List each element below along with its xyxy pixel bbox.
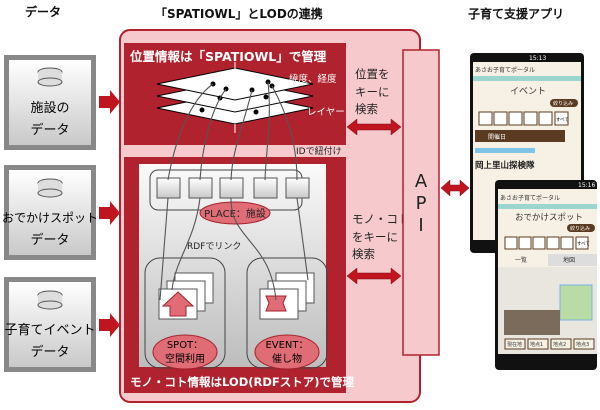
api-0-text: A [415,171,428,192]
header-app: 子育て支援アプリ [468,6,564,21]
sources-1-line2-text: データ [30,232,69,248]
header-data: データ [25,4,61,19]
layer-label: レイヤー [307,107,345,118]
sources-2-line2-text: データ [30,344,69,360]
phone1-filter-text: 絞り込み [553,100,573,107]
phone1-time-text: 15:13 [529,55,546,62]
phone1-all-text: すべて [556,116,569,123]
search_thing-2-text: 検索 [352,247,375,261]
api-box [402,49,440,356]
api-label: API [415,171,428,236]
header-center: 「SPATIOWL」とLODの連携 [155,6,323,21]
bidirectional-arrows [346,118,470,285]
rdf-link-label: RDFでリンク [187,241,241,252]
search_thing-1-text: をキーに [352,230,398,244]
sources-0-line2-text: データ [30,122,69,138]
search_location-2-text: 検索 [355,102,378,116]
lod-event1-text: EVENT： [265,340,308,351]
phone1-screen-text: イベント [510,87,546,97]
lod-spot2-text: 空間利用 [165,352,205,365]
phone1-tab-text: 開催日 [488,133,506,141]
api-1-text: P [416,193,427,214]
phone2-buttons-3-text: 地点3 [576,341,589,348]
sources-0-line1-text: 施設の [30,100,69,116]
phone2-filter-text: 絞り込み [570,225,590,232]
lod-title: モノ・コト情報はLOD(RDFストア)で管理 [130,375,355,389]
spatiowl-title: 位置情報は「SPATIOWL」で管理 [130,49,327,64]
phone2-buttons-2-text: 地点2 [553,341,566,348]
sources-1-line1-text: おでかけスポット [2,211,98,225]
phone2-buttons-1-text: 地点1 [530,341,543,348]
phone2-list-text: 一覧 [515,256,527,264]
lod-event2-text: 催し物 [272,352,302,365]
search_thing-0-text: モノ・コト [352,212,410,226]
phone-spot-screen: 15:16 あさお子育てポータル おでかけスポット 絞り込み すべて 一覧 地図… [495,180,597,370]
phone2-buttons-0-text: 現在地 [507,341,522,348]
phone1-portal-text: あさお子育てポータル [475,66,535,74]
phone2-all-text: すべて [577,240,590,247]
place-label: PLACE：施設 [204,207,266,220]
phone1-title-text: 岡上里山探検隊 [475,160,535,171]
phone2-portal-text: あさお子育てポータル [500,194,560,202]
search_location-0-text: 位置を [355,67,390,81]
arrows-in [99,90,120,337]
phone2-screen-text: おでかけスポット [515,213,583,223]
spot-arrow-icon [161,291,195,317]
phone2-time-text: 15:16 [578,182,595,189]
latlng-label: 緯度、経度 [289,73,337,85]
phone2-map-text: 地図 [563,256,575,264]
lod-spot1-text: SPOT： [167,340,203,351]
id-link-label: IDで紐付け [296,145,342,157]
search_location-1-text: キーに [355,85,390,99]
event-flag-icon [265,295,287,312]
sources-2-line1-text: 子育てイベント [4,322,95,338]
api-2-text: I [418,215,423,236]
